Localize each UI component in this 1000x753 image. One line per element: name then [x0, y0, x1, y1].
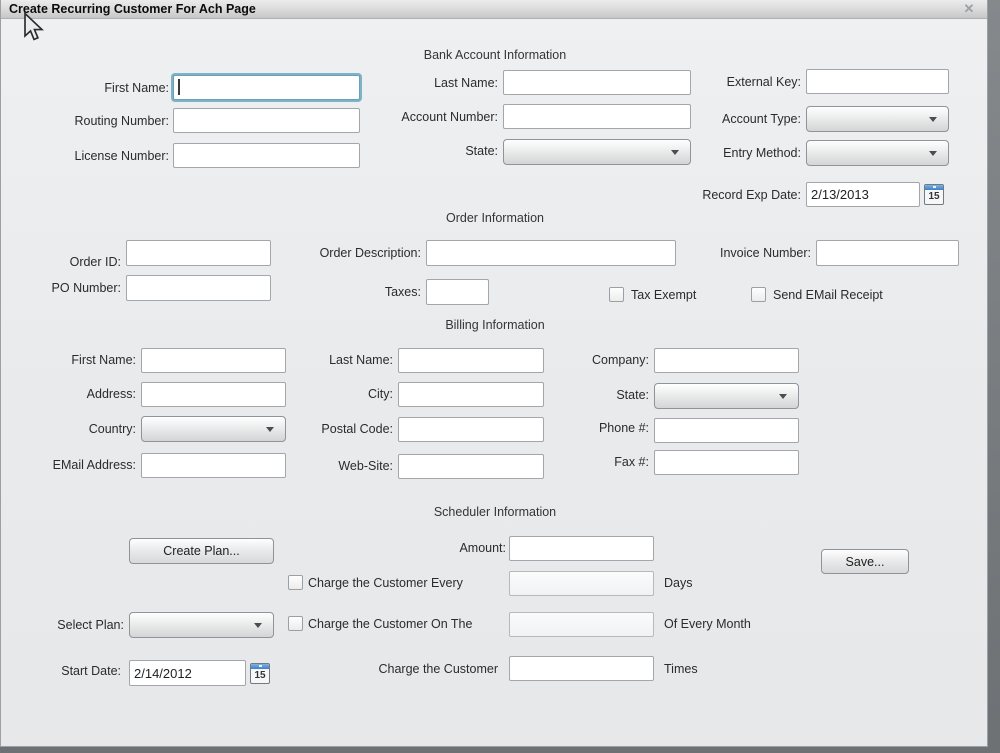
- select-plan-label: Select Plan:: [57, 618, 124, 632]
- external-key-label: External Key:: [726, 75, 801, 89]
- order-id-label: Order ID:: [69, 255, 121, 269]
- account-number-input[interactable]: [503, 104, 691, 129]
- phone-label: Phone #:: [598, 421, 649, 435]
- chevron-down-icon: [671, 150, 679, 155]
- billing-state-dropdown[interactable]: [654, 383, 799, 409]
- calendar-icon[interactable]: 15: [924, 184, 944, 205]
- billing-first-name-label: First Name:: [71, 353, 136, 367]
- send-email-receipt-checkbox[interactable]: [751, 287, 766, 302]
- taxes-label: Taxes:: [384, 285, 421, 299]
- account-number-label: Account Number:: [401, 110, 498, 124]
- fax-input[interactable]: [654, 450, 799, 475]
- days-label: Days: [664, 576, 693, 590]
- company-label: Company:: [592, 353, 649, 367]
- invoice-number-label: Invoice Number:: [719, 246, 811, 260]
- address-label: Address:: [86, 387, 136, 401]
- entry-method-label: Entry Method:: [723, 146, 801, 160]
- record-exp-date-label: Record Exp Date:: [702, 188, 801, 202]
- select-plan-dropdown[interactable]: [129, 612, 274, 638]
- email-address-label: EMail Address:: [52, 458, 136, 472]
- bank-first-name-input[interactable]: [173, 75, 360, 100]
- taxes-input[interactable]: [426, 279, 489, 305]
- charge-every-days-input[interactable]: [509, 571, 654, 596]
- create-plan-button[interactable]: Create Plan...: [129, 538, 274, 564]
- of-every-month-label: Of Every Month: [664, 617, 751, 631]
- postal-code-input[interactable]: [398, 417, 544, 442]
- order-description-label: Order Description:: [319, 246, 421, 260]
- record-exp-date-input[interactable]: [806, 182, 920, 207]
- chevron-down-icon: [254, 623, 262, 628]
- bank-last-name-input[interactable]: [503, 70, 691, 95]
- start-date-input[interactable]: [129, 660, 246, 686]
- po-number-label: PO Number:: [51, 281, 121, 295]
- po-number-input[interactable]: [126, 275, 271, 301]
- billing-section-header: Billing Information: [445, 318, 545, 332]
- chevron-down-icon: [779, 394, 787, 399]
- account-type-dropdown[interactable]: [806, 106, 949, 132]
- amount-label: Amount:: [459, 541, 506, 555]
- company-input[interactable]: [654, 348, 799, 373]
- amount-input[interactable]: [509, 536, 654, 561]
- entry-method-dropdown[interactable]: [806, 140, 949, 166]
- scheduler-section-header: Scheduler Information: [433, 505, 557, 519]
- charge-on-the-day-input[interactable]: [509, 612, 654, 637]
- routing-number-input[interactable]: [173, 108, 360, 133]
- charge-on-the-label: Charge the Customer On The: [308, 617, 473, 631]
- tax-exempt-checkbox[interactable]: [609, 287, 624, 302]
- order-section-header: Order Information: [446, 211, 544, 225]
- web-site-input[interactable]: [398, 454, 544, 479]
- billing-last-name-input[interactable]: [398, 348, 544, 373]
- order-id-input[interactable]: [126, 240, 271, 266]
- bank-state-label: State:: [465, 144, 498, 158]
- chevron-down-icon: [929, 117, 937, 122]
- postal-code-label: Postal Code:: [321, 422, 393, 436]
- chevron-down-icon: [266, 427, 274, 432]
- phone-input[interactable]: [654, 418, 799, 443]
- tax-exempt-label: Tax Exempt: [631, 288, 697, 302]
- send-email-receipt-label: Send EMail Receipt: [773, 288, 883, 302]
- charge-every-checkbox[interactable]: [288, 575, 303, 590]
- order-description-input[interactable]: [426, 240, 676, 266]
- country-dropdown[interactable]: [141, 416, 286, 442]
- external-key-input[interactable]: [806, 69, 949, 94]
- billing-last-name-label: Last Name:: [329, 353, 393, 367]
- title-bar[interactable]: Create Recurring Customer For Ach Page ✕: [1, 0, 987, 19]
- start-date-label: Start Date:: [61, 664, 121, 678]
- bank-section-header: Bank Account Information: [423, 48, 567, 62]
- bank-last-name-label: Last Name:: [434, 76, 498, 90]
- charge-customer-label: Charge the Customer: [378, 662, 498, 676]
- city-input[interactable]: [398, 382, 544, 407]
- license-number-input[interactable]: [173, 143, 360, 168]
- address-input[interactable]: [141, 382, 286, 407]
- text-caret: [178, 79, 180, 95]
- invoice-number-input[interactable]: [816, 240, 959, 266]
- country-label: Country:: [88, 422, 136, 436]
- mouse-cursor-icon: [24, 12, 45, 41]
- calendar-icon[interactable]: 15: [250, 663, 270, 684]
- account-type-label: Account Type:: [722, 112, 801, 126]
- chevron-down-icon: [929, 151, 937, 156]
- dialog-title: Create Recurring Customer For Ach Page: [9, 2, 256, 16]
- web-site-label: Web-Site:: [338, 459, 393, 473]
- save-button[interactable]: Save...: [821, 549, 909, 574]
- charge-on-the-checkbox[interactable]: [288, 616, 303, 631]
- routing-number-label: Routing Number:: [74, 114, 170, 128]
- times-label: Times: [664, 662, 698, 676]
- billing-first-name-input[interactable]: [141, 348, 286, 373]
- email-address-input[interactable]: [141, 453, 286, 478]
- fax-label: Fax #:: [614, 455, 649, 469]
- bank-first-name-label: First Name:: [104, 81, 169, 95]
- city-label: City:: [368, 387, 393, 401]
- charge-customer-times-input[interactable]: [509, 656, 654, 681]
- billing-state-label: State:: [616, 388, 649, 402]
- bank-state-dropdown[interactable]: [503, 139, 691, 165]
- close-icon[interactable]: ✕: [963, 1, 975, 16]
- license-number-label: License Number:: [74, 149, 170, 163]
- charge-every-label: Charge the Customer Every: [308, 576, 463, 590]
